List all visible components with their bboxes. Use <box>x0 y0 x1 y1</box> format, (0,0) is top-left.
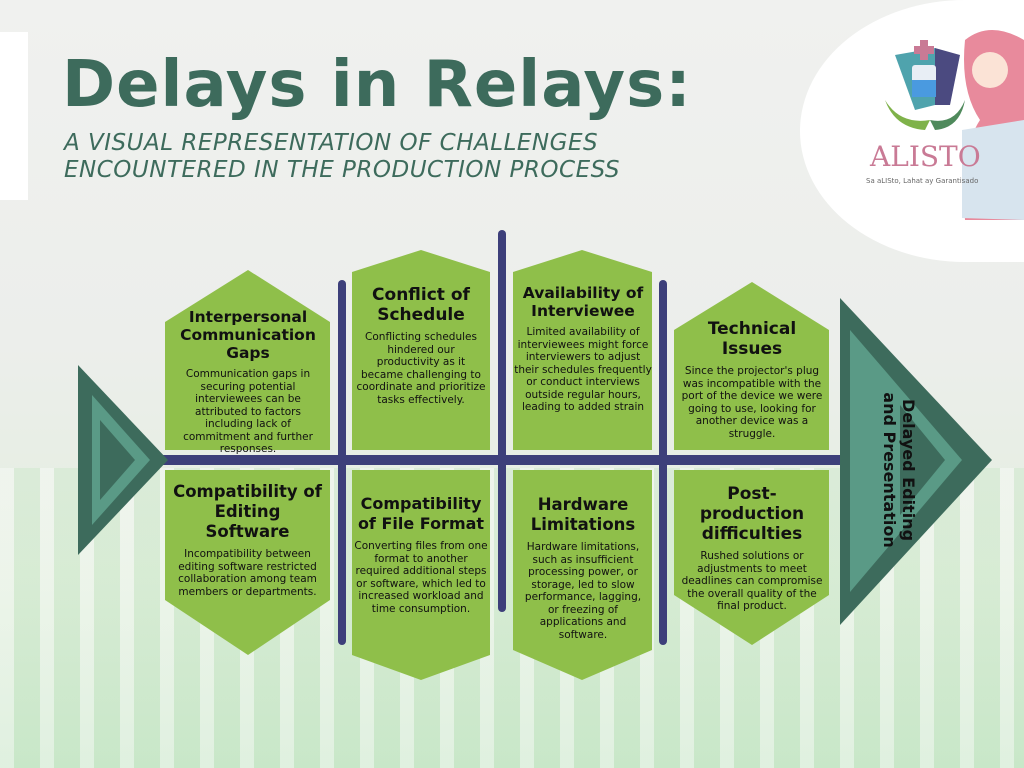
bone <box>498 230 506 612</box>
cause-title: Conflict of Schedule <box>372 285 470 325</box>
doctor-illustration-icon <box>962 30 1024 220</box>
cause-interpersonal-communication: Interpersonal Communication Gaps Communi… <box>172 308 324 456</box>
cause-box-shape <box>165 470 330 655</box>
cause-box-shape <box>674 282 829 450</box>
effect-label: Delayed Editing and Presentation <box>880 392 918 548</box>
cause-title: Hardware Limitations <box>530 495 636 534</box>
subtitle-line: ENCOUNTERED IN THE PRODUCTION PROCESS <box>64 157 620 183</box>
cause-text: Hardware limitations, such as insufficie… <box>524 541 642 641</box>
alisto-logo-icon <box>885 40 965 130</box>
cause-box-shape <box>352 470 490 680</box>
cause-title: Post-production difficulties <box>699 484 805 544</box>
cause-title: Availability of Interviewee <box>522 284 644 320</box>
bone <box>338 280 346 645</box>
cause-availability-of-interviewee: Availability of Interviewee Limited avai… <box>514 284 652 414</box>
cause-text: Since the projector's plug was incompati… <box>681 365 823 440</box>
cause-box-shape <box>513 250 652 450</box>
cause-text: Converting files from one format to anot… <box>354 540 488 615</box>
cause-editing-software: Compatibility of Editing Software Incomp… <box>170 482 325 598</box>
cause-text: Communication gaps in securing potential… <box>183 368 313 455</box>
spine <box>150 455 842 465</box>
cause-conflict-of-schedule: Conflict of Schedule Conflicting schedul… <box>356 285 486 406</box>
cause-text: Limited availability of interviewees mig… <box>514 326 652 413</box>
cause-title: Compatibility of Editing Software <box>173 482 322 541</box>
cause-box-shape <box>165 270 330 450</box>
subtitle-line: A VISUAL REPRESENTATION OF CHALLENGES <box>64 130 599 156</box>
cause-file-format: Compatibility of File Format Converting … <box>354 494 488 615</box>
decorative-bar <box>0 32 28 200</box>
fish-head <box>840 298 992 625</box>
logo-name: ALISTO <box>870 140 981 173</box>
cause-text: Conflicting schedules hindered our produ… <box>356 331 486 406</box>
cause-post-production: Post-production difficulties Rushed solu… <box>678 484 826 613</box>
cause-text: Incompatibility between editing software… <box>178 548 317 598</box>
cause-box-shape <box>513 470 652 680</box>
cause-title: Compatibility of File Format <box>357 494 485 533</box>
cause-text: Rushed solutions or adjustments to meet … <box>681 550 823 612</box>
cause-hardware-limitations: Hardware Limitations Hardware limitation… <box>518 495 648 641</box>
logo-tagline: Sa aLISto, Lahat ay Garantisado <box>866 177 979 185</box>
fish-tail <box>78 365 168 555</box>
page-title: Delays in Relays: <box>62 48 692 122</box>
cause-box-shape <box>674 470 829 645</box>
page-subtitle: A VISUAL REPRESENTATION OF CHALLENGES EN… <box>64 130 620 184</box>
bone <box>659 280 667 645</box>
cause-title: Technical Issues <box>707 319 797 359</box>
cause-technical-issues: Technical Issues Since the projector's p… <box>678 319 826 440</box>
cause-title: Interpersonal Communication Gaps <box>180 308 316 362</box>
cause-box-shape <box>352 250 490 450</box>
